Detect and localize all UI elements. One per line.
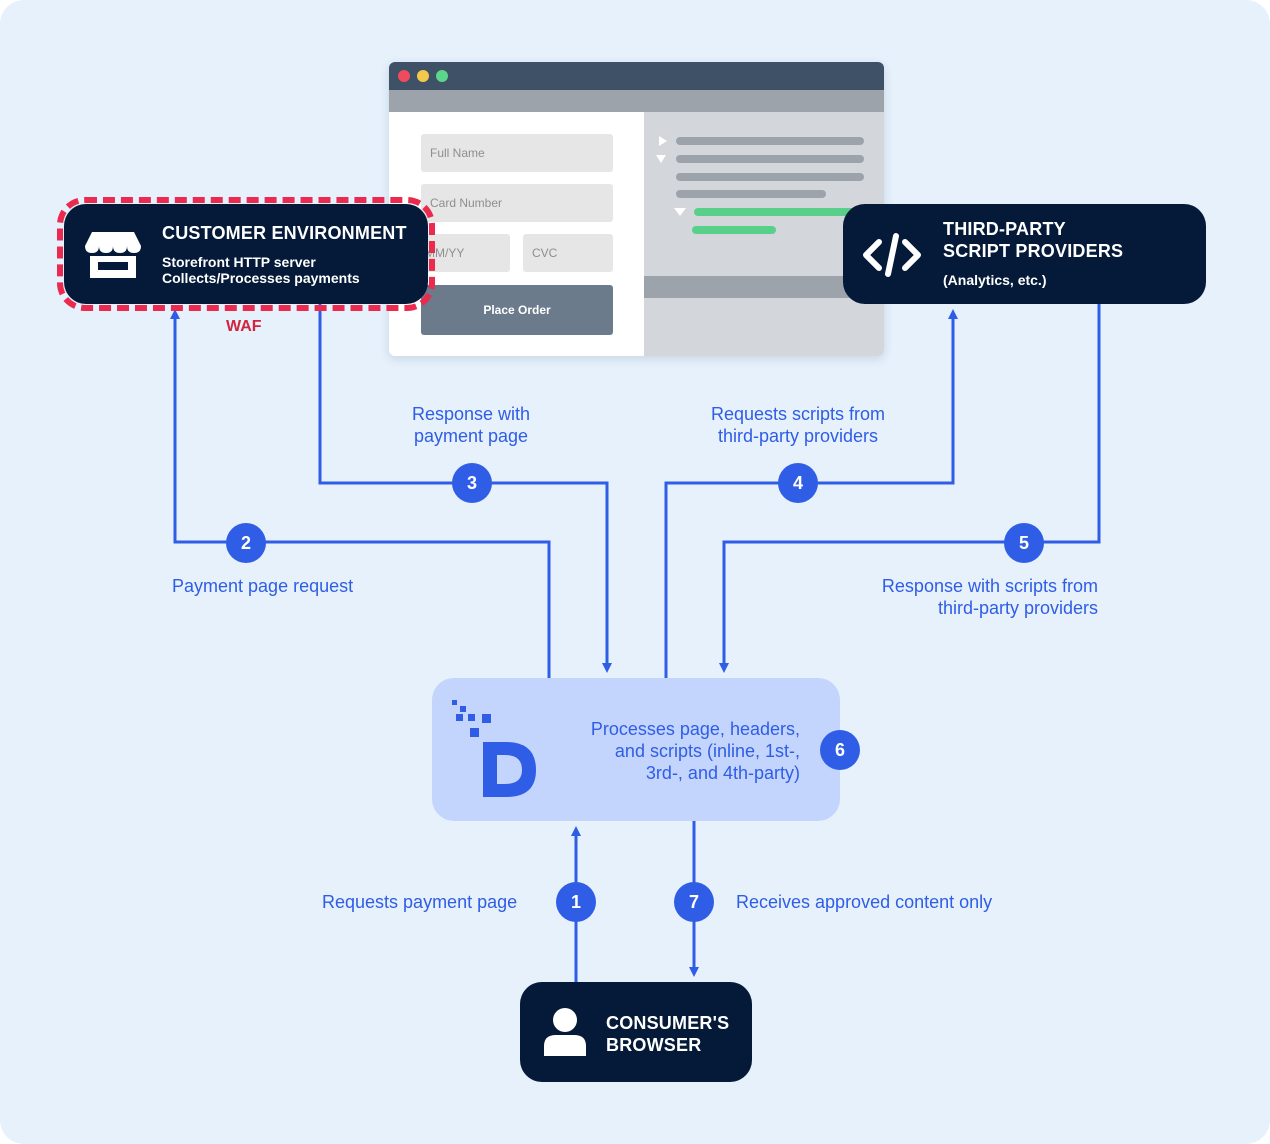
browser-address-bar: [389, 90, 884, 112]
step-2-label: Payment page request: [172, 576, 354, 596]
step-5-label: Response with scripts from third-party p…: [818, 575, 1098, 619]
step-3-badge: 3: [452, 463, 492, 503]
step-4-label-line1: Requests scripts from: [710, 404, 886, 424]
step-7-badge: 7: [674, 882, 714, 922]
waf-boundary: [57, 197, 435, 311]
step-4-label-line2: third-party providers: [717, 426, 879, 446]
step-3-label-line2: payment page: [413, 426, 529, 446]
cvc-field[interactable]: CVC: [523, 234, 613, 272]
step-4-label: Requests scripts from third-party provid…: [678, 403, 918, 447]
connector-step-2: [170, 309, 551, 678]
third-party-title-line2: SCRIPT PROVIDERS: [943, 241, 1124, 261]
consumer-title-line1: CONSUMER'S: [606, 1013, 730, 1033]
script-panel-band: [644, 276, 884, 298]
code-icon: [863, 233, 921, 277]
storefront-icon: [85, 232, 141, 278]
script-line: [676, 137, 864, 145]
step-7-label: Receives approved content only: [736, 892, 993, 912]
card-number-field[interactable]: Card Number: [421, 184, 613, 222]
step-5-label-line2: third-party providers: [937, 598, 1098, 618]
expand-arrow-icon: [659, 136, 667, 146]
script-line: [676, 173, 864, 181]
third-party-subtitle: (Analytics, etc.): [943, 272, 1047, 288]
engine-description: Processes page, headers, and scripts (in…: [560, 718, 800, 784]
connector-step-5: [719, 304, 1101, 673]
customer-environment-node: CUSTOMER ENVIRONMENT Storefront HTTP ser…: [64, 204, 428, 304]
engine-line1: Processes page, headers,: [590, 719, 800, 739]
checkout-browser-mockup: Full Name Card Number MM/YY CVC Place Or…: [389, 62, 884, 356]
script-line: [676, 190, 826, 198]
user-icon: [544, 1008, 586, 1056]
collapse-arrow-icon: [674, 208, 686, 216]
d-logo-icon: [452, 700, 536, 797]
script-line-approved: [692, 226, 776, 234]
full-name-field[interactable]: Full Name: [421, 134, 613, 172]
place-order-button[interactable]: Place Order: [421, 285, 613, 335]
step-5-badge: 5: [1004, 523, 1044, 563]
consumer-title-line2: BROWSER: [606, 1035, 702, 1055]
step-3-label: Response with payment page: [371, 403, 571, 447]
step-1-badge: 1: [556, 882, 596, 922]
step-2-badge: 2: [226, 523, 266, 563]
third-party-providers-node: THIRD-PARTY SCRIPT PROVIDERS (Analytics,…: [843, 204, 1206, 304]
customer-title: CUSTOMER ENVIRONMENT: [162, 223, 407, 243]
browser-title-bar: [389, 62, 884, 90]
step-1-label: Requests payment page: [322, 892, 518, 912]
third-party-title-line1: THIRD-PARTY: [943, 219, 1066, 239]
step-3-label-line1: Response with: [411, 404, 531, 424]
step-6-badge: 6: [820, 730, 860, 770]
close-dot-icon: [398, 70, 410, 82]
minimize-dot-icon: [417, 70, 429, 82]
collapse-arrow-icon: [656, 155, 666, 163]
customer-line2: Collects/Processes payments: [162, 270, 360, 286]
engine-line2: and scripts (inline, 1st-,: [614, 741, 800, 761]
waf-label: WAF: [226, 318, 262, 335]
script-line: [676, 155, 864, 163]
consumer-browser-node: CONSUMER'S BROWSER: [520, 982, 752, 1082]
script-line-approved: [694, 208, 864, 216]
step-5-label-line1: Response with scripts from: [881, 576, 1098, 596]
maximize-dot-icon: [436, 70, 448, 82]
customer-line1: Storefront HTTP server: [162, 254, 316, 270]
engine-line3: 3rd-, and 4th-party): [645, 763, 800, 783]
step-4-badge: 4: [778, 463, 818, 503]
